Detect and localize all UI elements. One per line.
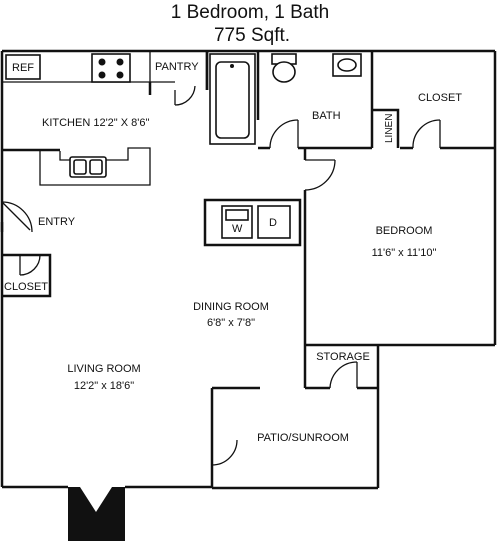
bedroom-size: 11'6" x 11'10" [372,247,437,259]
closet-bedroom-label: CLOSET [418,92,462,104]
door-swings [1,119,441,466]
plan-title: 1 Bedroom, 1 Bath [171,2,329,23]
closet-entry-label: CLOSET [4,281,48,293]
dining-label: DINING ROOM [193,301,269,313]
washer-label: W [232,223,243,235]
stove [91,53,131,83]
linen-label: LINEN [384,114,395,143]
living-label: LIVING ROOM [67,363,140,375]
living-size: 12'2" x 18'6" [74,380,134,392]
bath-label: BATH [312,110,341,122]
toilet [271,53,297,83]
kitchen-label: KITCHEN 12'2" X 8'6" [42,117,149,129]
entry-label: ENTRY [38,216,76,228]
kitchen-sink [69,156,107,178]
bath-sink [332,53,362,77]
storage-label: STORAGE [316,351,370,363]
pantry-label: PANTRY [155,61,199,73]
refrigerator: REF [5,54,41,80]
entry-stoop [68,487,125,541]
plan-area: 775 Sqft. [214,25,290,46]
patio-label: PATIO/SUNROOM [257,432,349,444]
washer-dryer: W D [221,205,291,239]
pantry: PANTRY [148,51,209,106]
ref-label: REF [12,62,34,74]
bathtub [209,53,256,145]
dryer-label: D [269,217,277,229]
bedroom-label: BEDROOM [376,225,433,237]
dining-size: 6'8" x 7'8" [207,317,255,329]
